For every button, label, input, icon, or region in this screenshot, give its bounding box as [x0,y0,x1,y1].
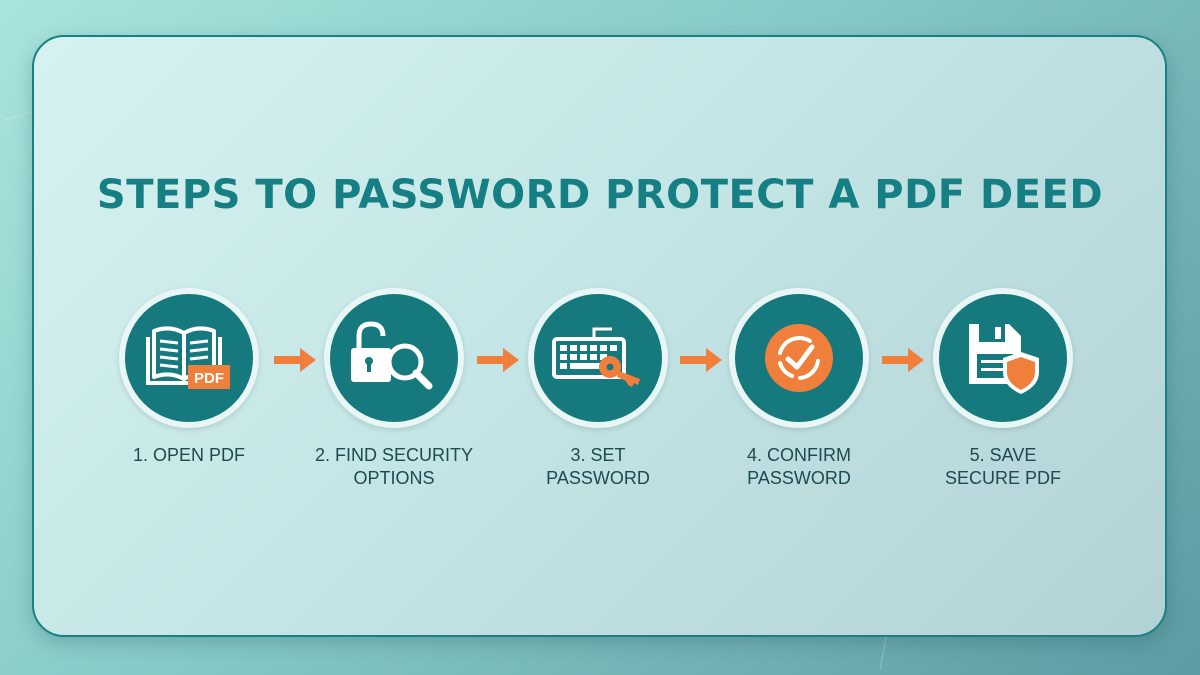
step-2: 2. FIND SECURITY OPTIONS [304,288,484,490]
step-3-circle [528,288,668,428]
step-5-label: 5. SAVE SECURE PDF [944,445,1061,488]
floppy-disk-shield-icon [969,324,1039,394]
keyboard-key-icon [552,327,640,387]
step-3-label: 3. SET PASSWORD [546,445,650,488]
step-1-circle: PDF [119,288,259,428]
open-book-pdf-icon: PDF [146,326,230,389]
refresh-check-icon [765,324,833,392]
arrow-right-icon [274,348,316,372]
arrow-right-icon [882,348,924,372]
step-4-label: 4. CONFIRM PASSWORD [746,445,851,488]
step-4-circle [729,288,869,428]
svg-text:PDF: PDF [194,370,224,387]
unlocked-padlock-magnifier-icon [351,321,433,390]
arrow-right-icon [477,348,519,372]
step-2-circle [324,288,464,428]
arrow-right-icon [680,348,722,372]
step-5-circle [933,288,1073,428]
step-2-label: 2. FIND SECURITY OPTIONS [314,445,474,488]
step-1: PDF 1. OPEN PDF [99,288,279,467]
step-5: 5. SAVE SECURE PDF [913,288,1093,490]
step-1-label: 1. OPEN PDF [132,445,246,465]
page-title: STEPS TO PASSWORD PROTECT A PDF DEED [96,172,1104,218]
step-4: 4. CONFIRM PASSWORD [709,288,889,490]
step-3: 3. SET PASSWORD [508,288,688,490]
